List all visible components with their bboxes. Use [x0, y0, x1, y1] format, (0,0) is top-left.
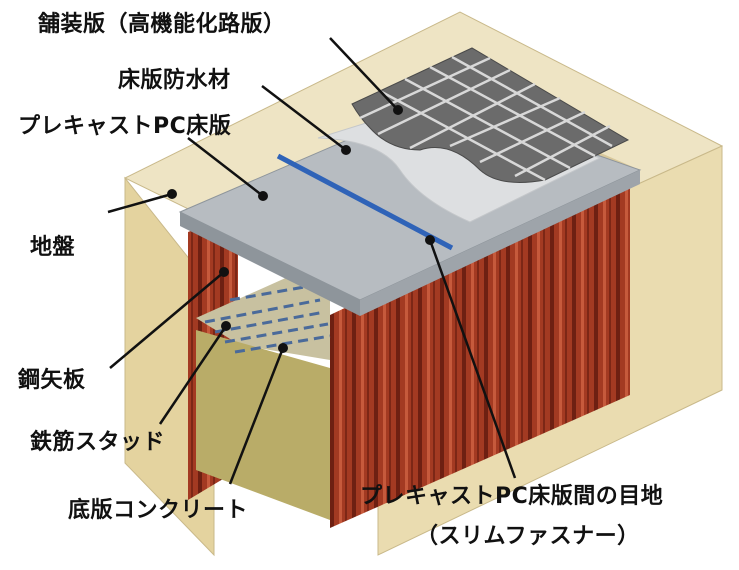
slab-joint	[276, 153, 454, 251]
label-pavement: 舗装版（高機能化路版）	[38, 12, 286, 37]
precast-slab-side	[180, 212, 360, 316]
label-joint-product: （スリムファスナー）	[416, 524, 640, 549]
leader-dots	[167, 105, 435, 353]
leader-lines	[107, 37, 517, 485]
label-rebar-stud: 鉄筋スタッド	[30, 430, 166, 455]
label-bottom-slab: 底版コンクリート	[68, 498, 249, 523]
label-steel-sheet-pile: 鋼矢板	[18, 368, 86, 393]
label-joint: プレキャストPC床版間の目地	[360, 484, 664, 509]
bottom-concrete-top	[196, 276, 330, 360]
pavement-slab	[351, 47, 630, 183]
steel-sheet-pile-front	[330, 172, 630, 528]
label-waterproof: 床版防水材	[118, 68, 231, 93]
bottom-concrete-front	[196, 330, 330, 520]
pavement-grid	[359, 55, 613, 182]
precast-slab-side-right	[360, 170, 640, 316]
label-ground: 地盤	[30, 235, 76, 260]
label-precast-slab: プレキャストPC床版	[18, 114, 232, 139]
rebar-studs	[204, 284, 331, 354]
